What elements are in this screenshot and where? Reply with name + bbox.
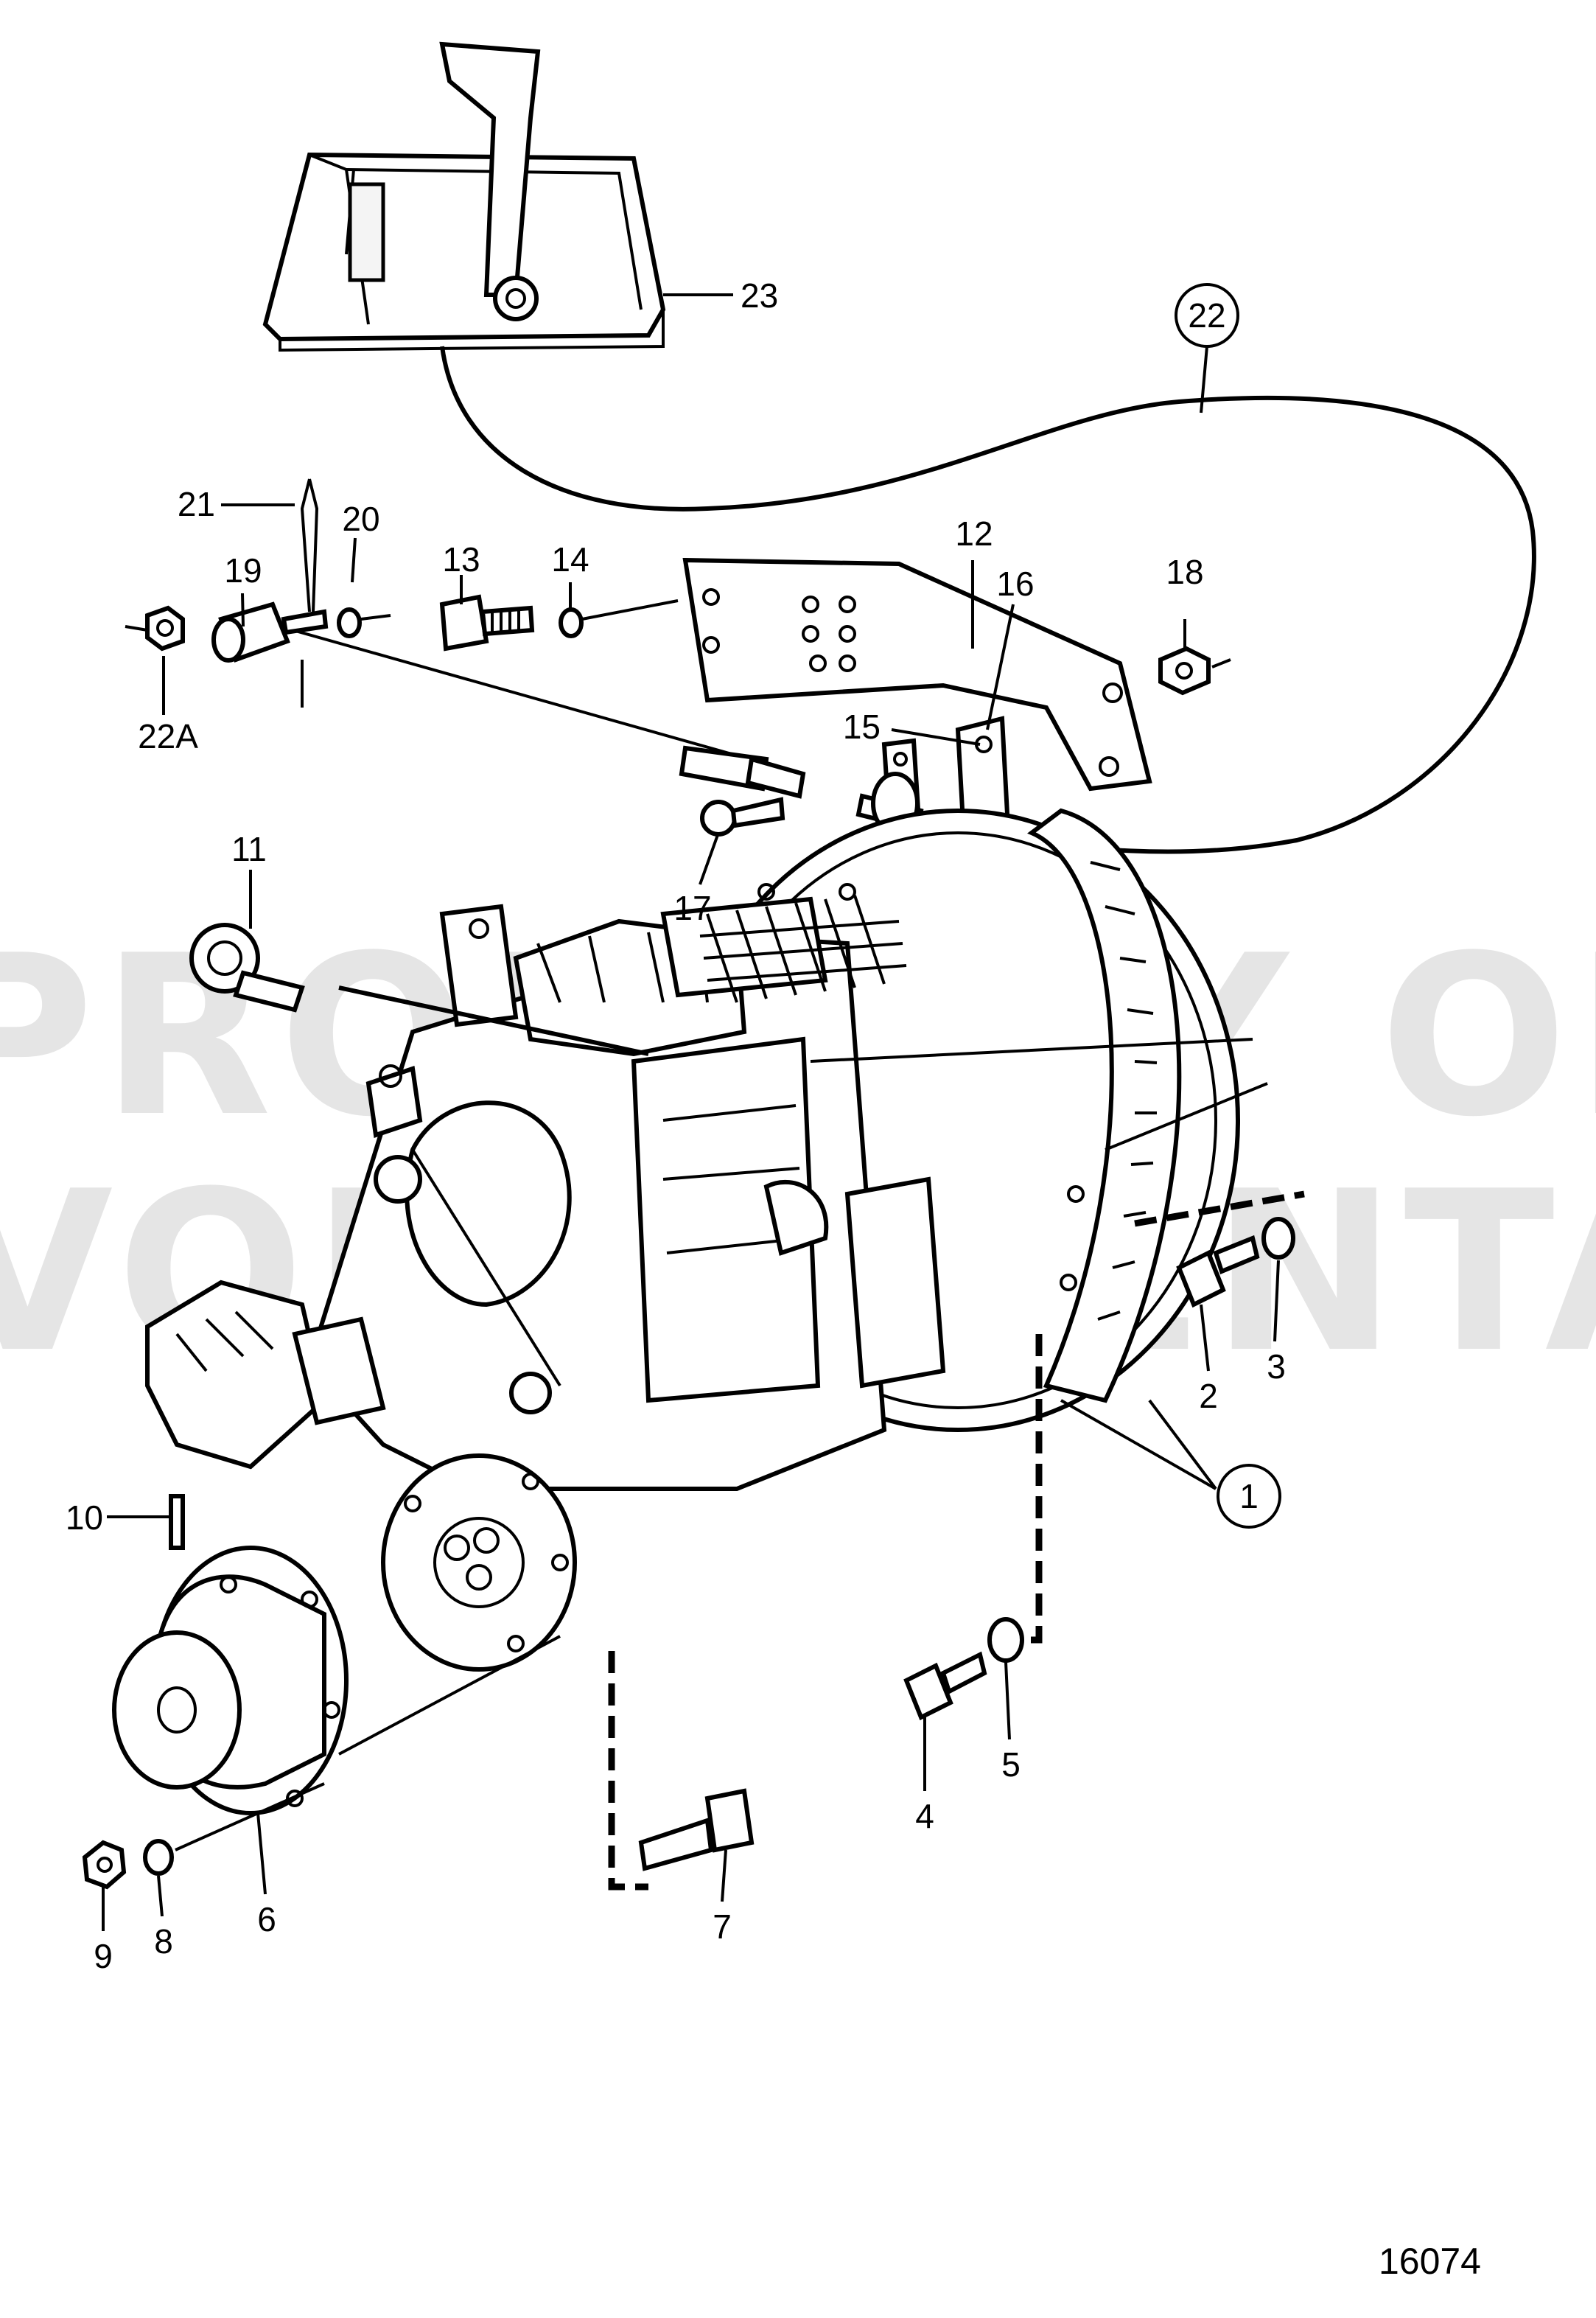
callout-label-3: 3 (1267, 1347, 1286, 1386)
callout-label-19: 19 (224, 551, 262, 590)
callout-label-12: 12 (955, 514, 993, 553)
callout-label-10: 10 (66, 1498, 103, 1537)
gearbox-housing (307, 808, 1268, 1491)
callout-label-17: 17 (673, 889, 711, 927)
callout-label-9: 9 (94, 1937, 113, 1975)
swivel-pin-assembly (125, 478, 391, 708)
callout-label-13: 13 (442, 540, 480, 579)
housing-grid-vents (699, 895, 907, 1003)
callout-label-15: 15 (843, 708, 881, 746)
callout-1: 1 (1217, 1464, 1281, 1529)
bolt-7 (608, 1651, 755, 1891)
output-flange-assembly (112, 1453, 577, 1815)
callout-leader-lines (102, 293, 1280, 1931)
callout-22: 22 (1175, 283, 1239, 348)
screw-17 (700, 797, 785, 837)
callout-label-18: 18 (1166, 553, 1203, 591)
callout-label-6: 6 (257, 1900, 276, 1938)
drawing-number: 16074 (1379, 2241, 1481, 2282)
dowel-pin-10 (169, 1494, 185, 1550)
callout-label-8: 8 (154, 1922, 173, 1961)
callout-label-1: 1 (1239, 1477, 1259, 1515)
cable-end-rod (279, 625, 806, 799)
bolt-washer-4-5 (903, 1334, 1043, 1721)
callout-label-14: 14 (551, 540, 589, 579)
nut-18 (1158, 646, 1231, 696)
bolt-washer-2-3 (1134, 1190, 1305, 1308)
cable-bracket (682, 557, 1152, 792)
speed-sensor-unit (145, 1280, 386, 1470)
control-lever-unit (262, 41, 666, 352)
bolt-washer-13-14 (439, 594, 679, 652)
nut-9 (82, 1840, 127, 1890)
callout-label-21: 21 (178, 485, 215, 523)
callout-label-16: 16 (996, 565, 1034, 603)
cable-grommet-11 (189, 923, 649, 1056)
leader-flange-bolt (175, 1782, 325, 1851)
callout-label-4: 4 (915, 1797, 934, 1835)
callout-label-20: 20 (342, 500, 379, 538)
callout-label-22a: 22A (138, 717, 198, 755)
callout-labels: 1 2 3 4 5 6 7 8 9 10 11 12 13 14 15 16 1… (66, 276, 1286, 1975)
callout-label-23: 23 (741, 276, 778, 315)
callout-label-11: 11 (231, 830, 267, 868)
callout-label-5: 5 (1001, 1745, 1021, 1784)
callout-label-22: 22 (1188, 296, 1225, 335)
callout-label-7: 7 (713, 1907, 732, 1946)
washer-8 (143, 1839, 174, 1876)
callout-label-2: 2 (1199, 1377, 1218, 1415)
